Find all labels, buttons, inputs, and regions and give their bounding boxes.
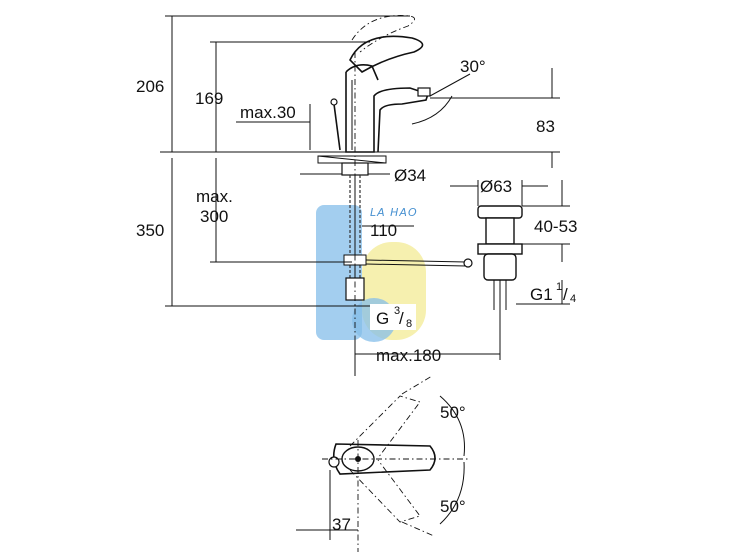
dimension-206: 206 bbox=[136, 15, 410, 152]
dim-37-label: 37 bbox=[332, 515, 351, 534]
dim-g38-label: G bbox=[376, 309, 389, 328]
svg-text:/: / bbox=[399, 309, 404, 328]
dimension-g1-1-4: G1 1 / 4 bbox=[516, 280, 576, 305]
dim-30deg-label: 30° bbox=[460, 57, 486, 76]
dimension-169: 169 bbox=[195, 41, 370, 152]
dim-50deg-top-label: 50° bbox=[440, 403, 466, 422]
dimension-30-degree: 30° bbox=[411, 57, 560, 125]
dim-g1-label: G1 bbox=[530, 285, 553, 304]
svg-text:/: / bbox=[563, 285, 568, 304]
faucet-side-view bbox=[330, 15, 431, 360]
dimension-g-3-8: G 3 / 8 bbox=[346, 304, 416, 330]
dimension-diameter-34: Ø34 bbox=[300, 166, 426, 185]
countertop bbox=[160, 151, 560, 164]
dimension-350: 350 bbox=[136, 158, 346, 307]
dim-169-label: 169 bbox=[195, 89, 223, 108]
watermark-text: LA HAO bbox=[370, 206, 418, 219]
dim-g1-num: 1 bbox=[556, 281, 562, 293]
dim-g38-num: 3 bbox=[394, 305, 400, 317]
faucet-top-view: 50° 50° 37 bbox=[296, 375, 470, 552]
dim-max30-label: max.30 bbox=[240, 103, 296, 122]
dimension-max-300: max. 300 bbox=[196, 158, 352, 263]
dim-d63-label: Ø63 bbox=[480, 177, 512, 196]
dim-206-label: 206 bbox=[136, 77, 164, 96]
dim-g38-den: 8 bbox=[406, 318, 412, 330]
dim-d34-label: Ø34 bbox=[394, 166, 426, 185]
dimension-max-30: max.30 bbox=[236, 103, 311, 150]
dim-40-53-label: 40-53 bbox=[534, 217, 577, 236]
dimension-diameter-63: Ø63 bbox=[450, 177, 548, 206]
dim-83-label: 83 bbox=[536, 117, 555, 136]
dimension-40-53: 40-53 bbox=[522, 180, 577, 262]
dim-300-label: 300 bbox=[200, 207, 228, 226]
popup-linkage bbox=[365, 258, 473, 268]
dim-50deg-bottom-label: 50° bbox=[440, 497, 466, 516]
dim-350-label: 350 bbox=[136, 221, 164, 240]
waste-fitting bbox=[477, 205, 523, 356]
dim-max-label: max. bbox=[196, 187, 233, 206]
dimension-83: 83 bbox=[536, 68, 555, 168]
dim-max180-label: max.180 bbox=[376, 346, 441, 365]
dimension-110: 110 bbox=[362, 221, 414, 240]
dim-g1-den: 4 bbox=[570, 293, 576, 305]
dim-110-label: 110 bbox=[370, 221, 397, 240]
dimension-max-180: max.180 bbox=[354, 340, 501, 376]
